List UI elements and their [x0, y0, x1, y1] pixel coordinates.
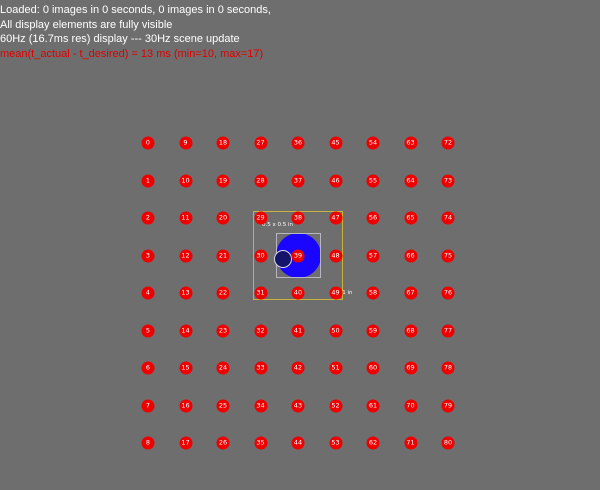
grid-marker: 21	[216, 249, 230, 262]
grid-marker: 39	[291, 249, 305, 262]
grid-marker: 79	[441, 399, 455, 412]
grid-marker: 29	[254, 211, 267, 225]
grid-marker: 66	[404, 249, 417, 262]
grid-marker: 69	[404, 361, 417, 375]
grid-marker: 7	[141, 399, 155, 412]
grid-marker: 30	[254, 249, 267, 262]
grid-marker: 43	[291, 399, 305, 412]
grid-marker: 36	[291, 136, 305, 150]
grid-marker: 16	[179, 399, 192, 412]
grid-marker: 75	[441, 249, 455, 262]
grid-marker: 2	[141, 211, 155, 225]
grid-marker: 42	[291, 361, 305, 375]
grid-marker: 37	[291, 174, 305, 187]
grid-marker: 1	[141, 174, 155, 187]
grid-marker: 67	[404, 286, 417, 300]
grid-marker: 8	[141, 436, 155, 450]
grid-marker: 59	[366, 324, 380, 337]
grid-marker: 61	[366, 399, 380, 412]
visibility-status: All display elements are fully visible	[0, 18, 173, 31]
outer-size-label: 1 x 1 in	[332, 290, 353, 296]
grid-marker: 31	[254, 286, 267, 300]
grid-marker: 52	[329, 399, 342, 412]
grid-marker: 20	[216, 211, 230, 225]
grid-marker: 71	[404, 436, 417, 450]
grid-marker: 4	[141, 286, 155, 300]
grid-marker: 57	[366, 249, 380, 262]
grid-marker: 17	[179, 436, 192, 450]
grid-marker: 34	[254, 399, 267, 412]
grid-marker: 49	[329, 286, 342, 300]
grid-marker: 44	[291, 436, 305, 450]
grid-marker: 80	[441, 436, 455, 450]
grid-marker: 64	[404, 174, 417, 187]
grid-marker: 77	[441, 324, 455, 337]
grid-marker: 62	[366, 436, 380, 450]
grid-marker: 73	[441, 174, 455, 187]
grid-marker: 47	[329, 211, 342, 225]
grid-marker: 45	[329, 136, 342, 150]
grid-marker: 53	[329, 436, 342, 450]
grid-marker: 18	[216, 136, 230, 150]
grid-marker: 3	[141, 249, 155, 262]
grid-marker: 14	[179, 324, 192, 337]
grid-marker: 58	[366, 286, 380, 300]
grid-marker: 60	[366, 361, 380, 375]
grid-marker: 5	[141, 324, 155, 337]
grid-marker: 15	[179, 361, 192, 375]
grid-marker: 40	[291, 286, 305, 300]
grid-marker: 54	[366, 136, 380, 150]
inner-size-label: 0.5 x 0.5 in	[262, 222, 294, 228]
grid-marker: 35	[254, 436, 267, 450]
grid-marker: 13	[179, 286, 192, 300]
fixation-disc	[274, 250, 292, 268]
grid-marker: 25	[216, 399, 230, 412]
loaded-status: Loaded: 0 images in 0 seconds, 0 images …	[0, 4, 271, 16]
grid-marker: 76	[441, 286, 455, 300]
grid-marker: 74	[441, 211, 455, 225]
grid-marker: 28	[254, 174, 267, 187]
grid-marker: 0	[141, 136, 155, 150]
grid-marker: 12	[179, 249, 192, 262]
grid-marker: 26	[216, 436, 230, 450]
grid-marker: 19	[216, 174, 230, 187]
grid-marker: 33	[254, 361, 267, 375]
grid-marker: 51	[329, 361, 342, 375]
grid-marker: 65	[404, 211, 417, 225]
grid-marker: 22	[216, 286, 230, 300]
grid-marker: 72	[441, 136, 455, 150]
refresh-rate-status: 60Hz (16.7ms res) display --- 30Hz scene…	[0, 33, 240, 45]
grid-marker: 11	[179, 211, 192, 225]
grid-marker: 50	[329, 324, 342, 337]
grid-marker: 46	[329, 174, 342, 187]
grid-marker: 70	[404, 399, 417, 412]
grid-marker: 10	[179, 174, 192, 187]
grid-marker: 27	[254, 136, 267, 150]
timing-status: mean(t_actual - t_desired) = 13 ms (min=…	[0, 47, 264, 60]
grid-marker: 32	[254, 324, 267, 337]
grid-marker: 9	[179, 136, 192, 150]
grid-marker: 78	[441, 361, 455, 375]
grid-marker: 56	[366, 211, 380, 225]
status-panel: Loaded: 0 images in 0 seconds, 0 images …	[0, 3, 271, 61]
grid-marker: 68	[404, 324, 417, 337]
grid-marker: 48	[329, 249, 342, 262]
grid-marker: 41	[291, 324, 305, 337]
grid-marker: 23	[216, 324, 230, 337]
grid-marker: 38	[291, 211, 305, 225]
grid-marker: 55	[366, 174, 380, 187]
grid-marker: 6	[141, 361, 155, 375]
grid-marker: 63	[404, 136, 417, 150]
grid-marker: 24	[216, 361, 230, 375]
